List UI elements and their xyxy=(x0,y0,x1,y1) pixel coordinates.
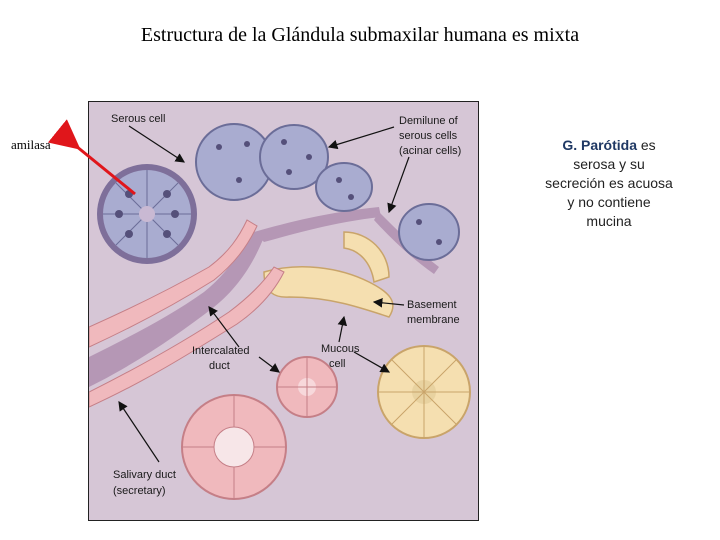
arrow-mucous-b xyxy=(353,351,391,373)
note-line3: secreción es acuosa xyxy=(545,175,673,191)
gland-diagram: Serous cell Demilune of serous cells (ac… xyxy=(88,101,479,521)
label-basement-2: membrane xyxy=(407,314,460,326)
label-demilune-1: Demilune of xyxy=(399,115,459,127)
note-line1-rest: es xyxy=(637,137,656,153)
leader-arrows xyxy=(118,125,410,463)
slide-title: Estructura de la Glándula submaxilar hum… xyxy=(140,24,580,46)
label-salivary-2: (secretary) xyxy=(113,485,166,497)
label-intercalated-2: duct xyxy=(209,360,230,372)
salivary-duct-section xyxy=(181,394,287,500)
arrow-salivary xyxy=(118,401,160,463)
serous-acinus-left xyxy=(97,164,197,264)
gland-diagram-svg: Serous cell Demilune of serous cells (ac… xyxy=(89,113,471,500)
label-demilune-3: (acinar cells) xyxy=(399,145,461,157)
arrow-intercalated-b xyxy=(258,356,280,373)
note-bold: G. Parótida xyxy=(562,137,637,153)
label-intercalated-1: Intercalated xyxy=(192,345,249,357)
note-line4: y no contiene xyxy=(567,194,651,210)
arrow-mucous-a xyxy=(337,315,348,343)
serous-cluster-top xyxy=(195,123,460,261)
arrow-basement xyxy=(372,298,405,308)
label-demilune-2: serous cells xyxy=(399,130,458,142)
amilasa-label: amilasa xyxy=(11,137,51,152)
intercalated-acinus xyxy=(276,356,338,418)
arrow-intercalated-a xyxy=(208,306,240,348)
arrow-demilune-b xyxy=(387,156,410,214)
label-mucous-1: Mucous xyxy=(321,343,360,355)
arrow-serous-cell xyxy=(128,125,186,163)
parotid-note: G. Parótida es serosa y su secreción es … xyxy=(516,136,702,231)
mucous-acinus xyxy=(377,345,471,439)
mucous-band xyxy=(263,231,394,318)
note-line5: mucina xyxy=(586,213,632,229)
note-line2: serosa y su xyxy=(573,156,645,172)
intercalated-duct xyxy=(89,219,285,408)
label-serous-cell: Serous cell xyxy=(111,113,165,125)
arrow-demilune-a xyxy=(327,126,395,150)
label-salivary-1: Salivary duct xyxy=(113,469,176,481)
label-basement-1: Basement xyxy=(407,299,457,311)
label-mucous-2: cell xyxy=(329,358,346,370)
